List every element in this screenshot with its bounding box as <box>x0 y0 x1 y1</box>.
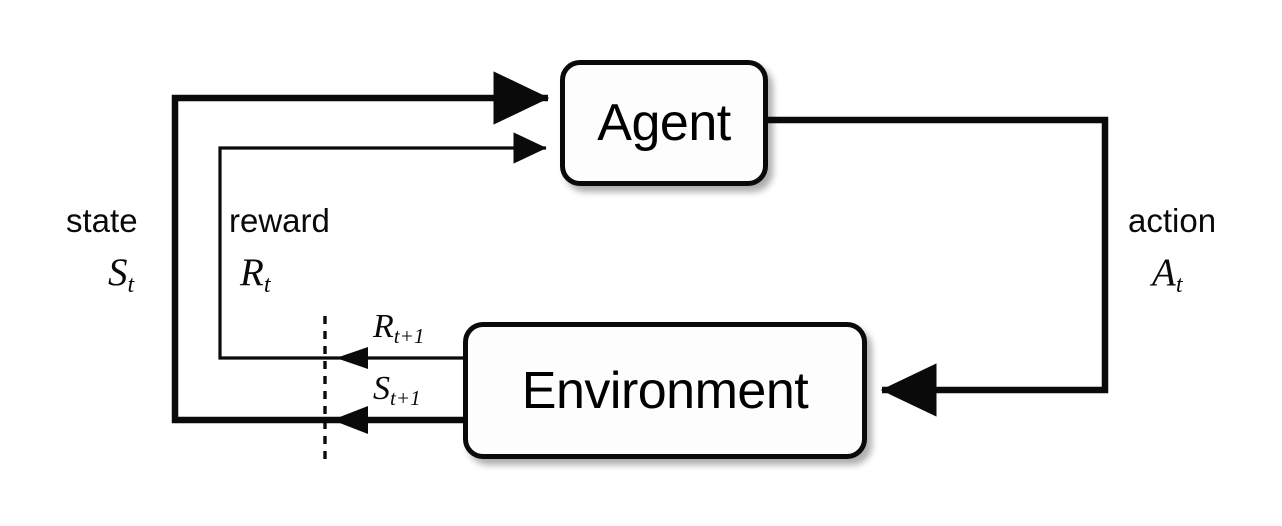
environment-node-label: Environment <box>521 361 809 420</box>
state-edge-word-label: state <box>66 202 138 239</box>
action-edge-path <box>768 116 1109 417</box>
reward-edge-symbol-label: Rt <box>240 251 271 298</box>
state-edge-arrowhead <box>332 406 368 434</box>
reward-next-symbol-label: Rt+1 <box>373 308 425 348</box>
environment-node: Environment <box>463 322 867 459</box>
state-edge-path <box>171 71 550 424</box>
state-edge-symbol-label: St <box>108 251 135 298</box>
agent-node-label: Agent <box>597 94 731 152</box>
agent-node: Agent <box>560 60 768 186</box>
action-edge-word-label: action <box>1128 202 1217 239</box>
reward-edge-arrowhead <box>336 347 368 369</box>
action-edge-symbol-label: At <box>1152 251 1183 298</box>
state-next-symbol-label: St+1 <box>373 370 421 410</box>
reward-edge-word-label: reward <box>229 202 330 239</box>
